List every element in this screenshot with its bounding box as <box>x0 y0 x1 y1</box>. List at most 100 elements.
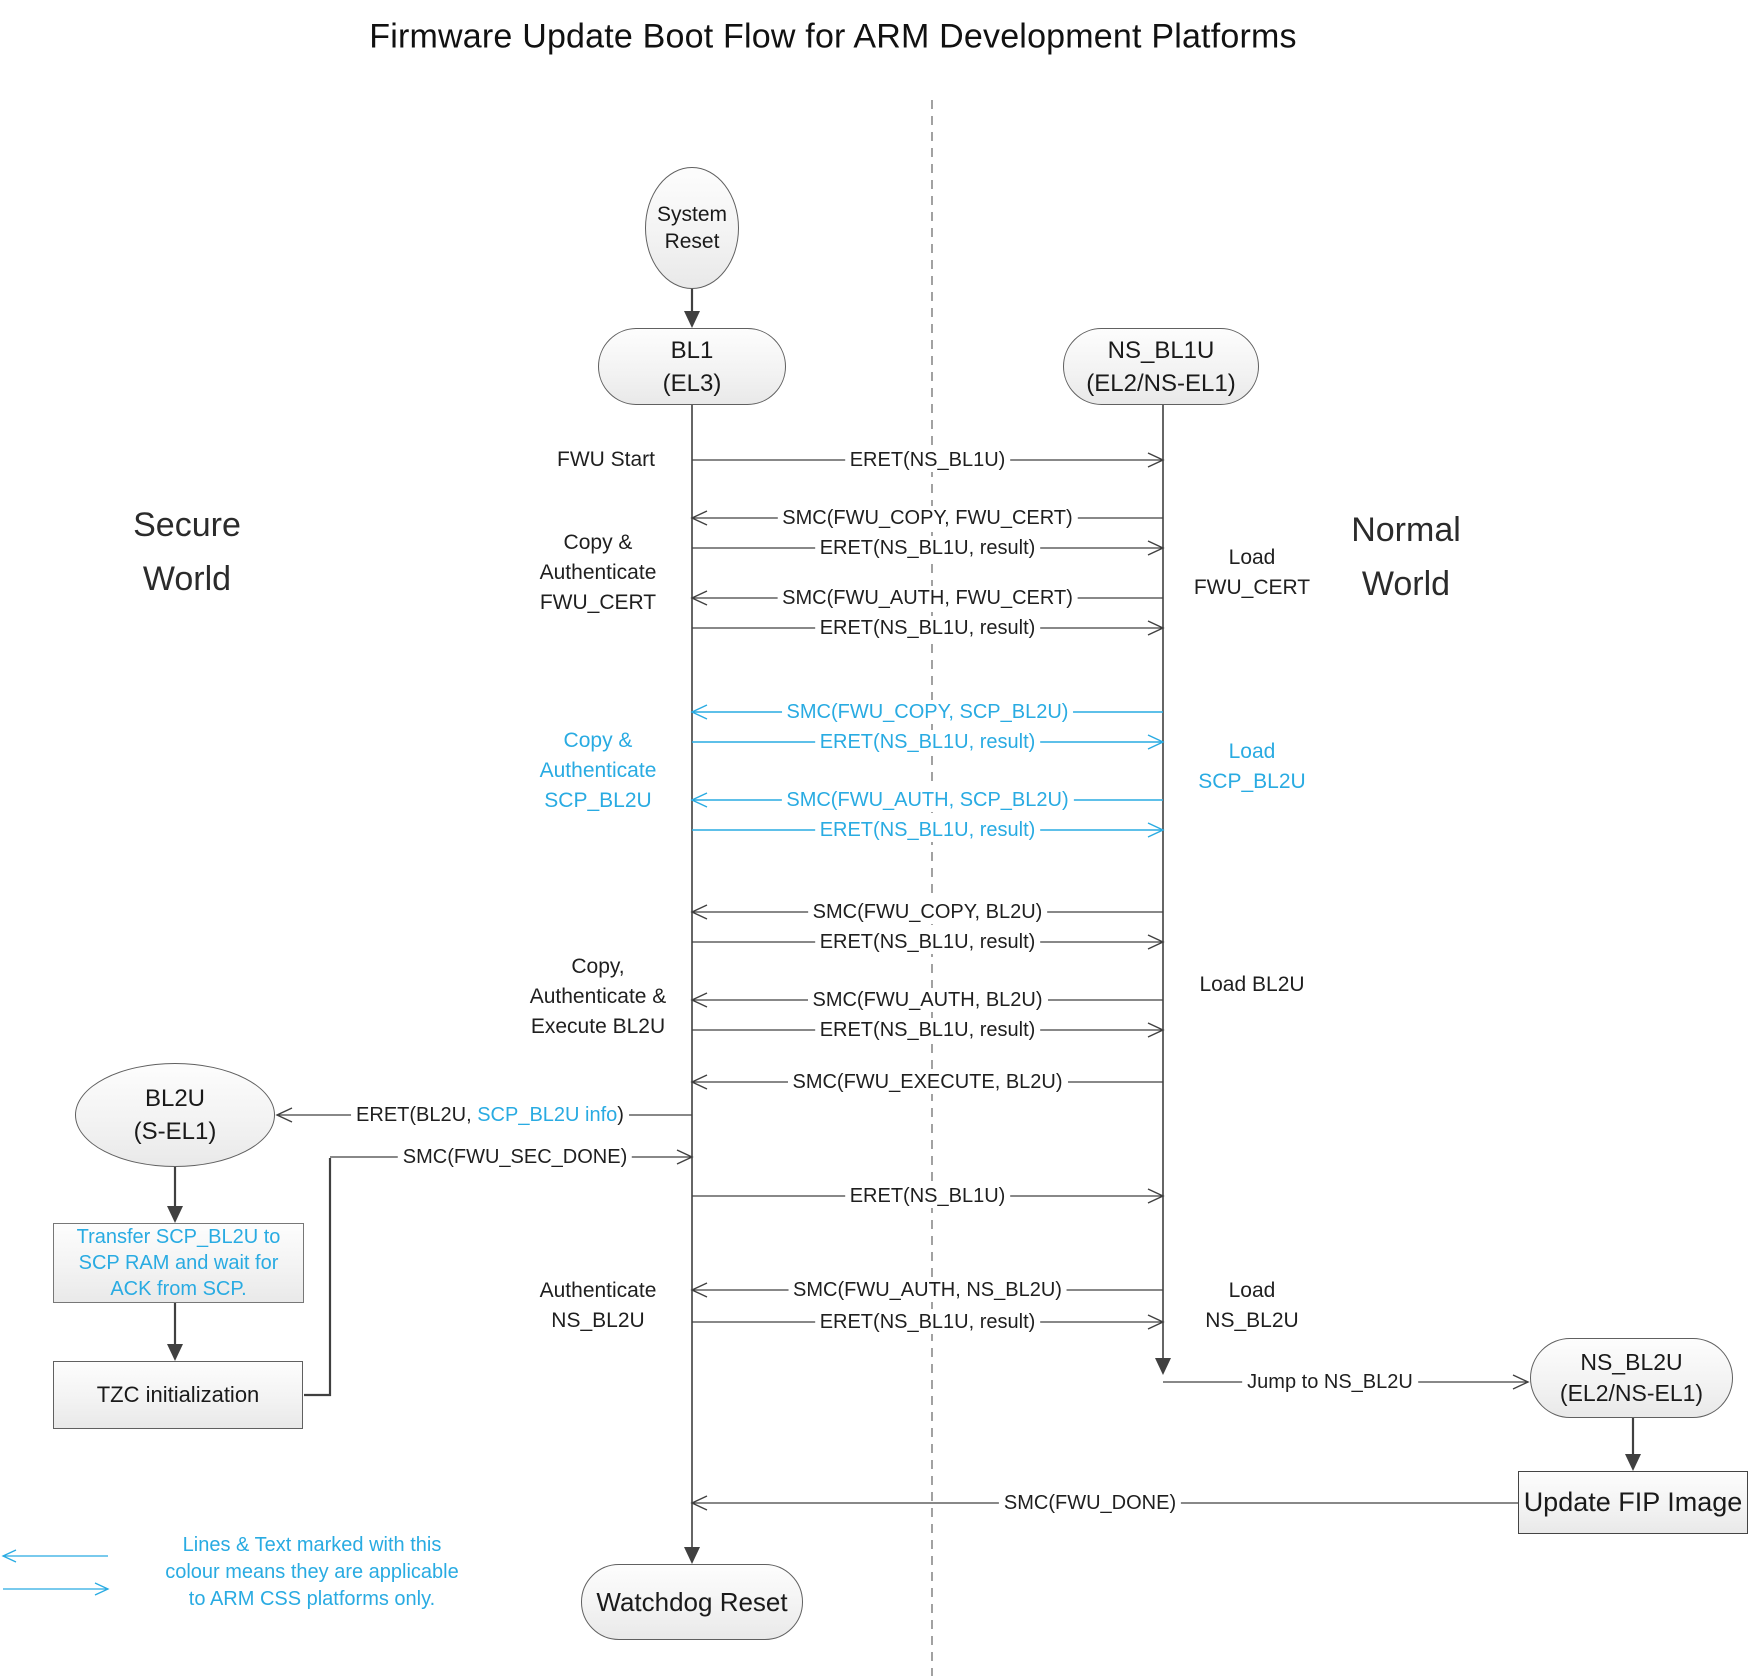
arrowhead-icon <box>684 311 700 328</box>
msg-smc-fwu-copy-bl2u-label: SMC(FWU_COPY, BL2U) <box>807 900 1048 924</box>
message-text: ERET(NS_BL1U) <box>849 1185 1006 1207</box>
side-label-line: Execute BL2U <box>530 1015 666 1038</box>
side-label-line: NS_BL2U <box>551 1309 645 1332</box>
msg-eret-result-5-label: ERET(NS_BL1U, result) <box>814 930 1041 954</box>
arrowhead-icon <box>167 1206 183 1223</box>
node-update-fip-image: Update FIP Image <box>1518 1471 1748 1534</box>
message-text: ERET(NS_BL1U) <box>849 449 1006 471</box>
side-label-line: Copy, <box>571 955 625 978</box>
arrowhead-icon <box>690 792 708 808</box>
msg-eret-result-1-label: ERET(NS_BL1U, result) <box>814 536 1041 560</box>
arrowhead-icon <box>1147 1188 1165 1204</box>
message-text: ERET(NS_BL1U, result) <box>819 731 1036 753</box>
arrowhead-icon <box>94 1582 110 1596</box>
message-text: SMC(FWU_AUTH, SCP_BL2U) <box>786 789 1069 811</box>
node-ns-bl1u: NS_BL1U (EL2/NS-EL1) <box>1063 328 1259 405</box>
arrowhead-icon <box>684 1547 700 1564</box>
arrowhead-icon <box>690 704 708 720</box>
msg-jump-to-ns-bl2u-label: Jump to NS_BL2U <box>1242 1370 1418 1394</box>
label-load-bl2u: Load BL2U <box>1199 970 1304 1000</box>
arrowhead-icon <box>1147 452 1165 468</box>
msg-smc-fwu-done-label: SMC(FWU_DONE) <box>998 1491 1182 1515</box>
node-tzc-initialization: TZC initialization <box>53 1361 303 1429</box>
message-text: SMC(FWU_COPY, BL2U) <box>812 901 1043 923</box>
side-label-line: Authenticate <box>539 1279 657 1302</box>
arrowhead-icon <box>1147 540 1165 556</box>
arrowhead-icon <box>1625 1454 1641 1471</box>
message-text: ERET(NS_BL1U, result) <box>819 537 1036 559</box>
message-text: ERET(NS_BL1U, result) <box>819 819 1036 841</box>
side-label-line: FWU_CERT <box>539 591 657 614</box>
message-text: ERET(BL2U, <box>356 1104 478 1126</box>
message-text: SMC(FWU_COPY, SCP_BL2U) <box>786 701 1069 723</box>
page-title: Firmware Update Boot Flow for ARM Develo… <box>369 17 1297 56</box>
side-label-line: Load <box>1228 740 1276 763</box>
msg-eret-result-4-label: ERET(NS_BL1U, result) <box>814 818 1041 842</box>
arrowhead-icon <box>1 1549 17 1563</box>
arrowhead-icon <box>1147 1022 1165 1038</box>
side-label-line: Copy & <box>563 729 633 752</box>
arrowhead-icon <box>690 1074 708 1090</box>
arrowhead-icon <box>1147 734 1165 750</box>
arrowhead-icon <box>1147 620 1165 636</box>
side-label-line: NS_BL2U <box>1205 1309 1299 1332</box>
message-text: ERET(NS_BL1U, result) <box>819 1019 1036 1041</box>
arrowhead-icon <box>690 590 708 606</box>
node-bl1: BL1 (EL3) <box>598 328 786 405</box>
arrowhead-icon <box>167 1344 183 1361</box>
msg-smc-fwu-auth-ns-bl2u-label: SMC(FWU_AUTH, NS_BL2U) <box>788 1278 1067 1302</box>
message-text: SMC(FWU_AUTH, NS_BL2U) <box>793 1279 1062 1301</box>
side-label-line: Load BL2U <box>1199 973 1305 996</box>
side-label-line: Copy & <box>563 531 633 554</box>
node-system-reset: System Reset <box>645 167 739 289</box>
message-text: SMC(FWU_DONE) <box>1003 1492 1177 1514</box>
message-text: SCP_BL2U info <box>477 1104 618 1126</box>
message-text: SMC(FWU_COPY, FWU_CERT) <box>782 507 1073 529</box>
msg-eret-result-6-label: ERET(NS_BL1U, result) <box>814 1018 1041 1042</box>
arrowhead-icon <box>1147 1314 1165 1330</box>
msg-eret-ns-bl1u-2-label: ERET(NS_BL1U) <box>844 1184 1011 1208</box>
side-label-line: Authenticate & <box>529 985 667 1008</box>
node-transfer-scp-bl2u: Transfer SCP_BL2U to SCP RAM and wait fo… <box>53 1223 304 1303</box>
arrowhead-icon <box>690 1495 708 1511</box>
arrowhead-icon <box>676 1149 694 1165</box>
message-text: SMC(FWU_EXECUTE, BL2U) <box>792 1071 1063 1093</box>
msg-eret-bl2u-scp-info-label: ERET(BL2U, SCP_BL2U info) <box>351 1103 629 1127</box>
message-text: ERET(NS_BL1U, result) <box>819 1311 1036 1333</box>
arrowhead-icon <box>1147 822 1165 838</box>
message-text: ERET(NS_BL1U, result) <box>819 931 1036 953</box>
message-text: SMC(FWU_AUTH, BL2U) <box>812 989 1043 1011</box>
side-label-line: Authenticate <box>539 759 657 782</box>
side-label-line: Load <box>1228 1279 1276 1302</box>
message-text: SMC(FWU_SEC_DONE) <box>402 1146 628 1168</box>
message-text: ERET(NS_BL1U, result) <box>819 617 1036 639</box>
msg-smc-fwu-copy-fwu-cert-label: SMC(FWU_COPY, FWU_CERT) <box>777 506 1078 530</box>
arrowhead-icon <box>1512 1374 1530 1390</box>
msg-smc-fwu-copy-scp-bl2u-label: SMC(FWU_COPY, SCP_BL2U) <box>781 700 1074 724</box>
msg-smc-fwu-auth-fwu-cert-label: SMC(FWU_AUTH, FWU_CERT) <box>777 586 1078 610</box>
msg-smc-fwu-auth-bl2u-label: SMC(FWU_AUTH, BL2U) <box>807 988 1048 1012</box>
msg-smc-fwu-sec-done-label: SMC(FWU_SEC_DONE) <box>397 1145 633 1169</box>
label-copy-auth-execute-bl2u: Copy, Authenticate & Execute BL2U <box>530 952 667 1042</box>
msg-eret-result-7-label: ERET(NS_BL1U, result) <box>814 1310 1041 1334</box>
message-text: SMC(FWU_AUTH, FWU_CERT) <box>782 587 1073 609</box>
node-ns-bl2u: NS_BL2U (EL2/NS-EL1) <box>1530 1338 1733 1418</box>
secure-world-label: Secure World <box>133 506 241 598</box>
arrowhead-icon <box>690 992 708 1008</box>
side-label-line: FWU Start <box>557 448 655 471</box>
side-label-line: Authenticate <box>539 561 657 584</box>
side-label-line: SCP_BL2U <box>544 789 652 812</box>
msg-eret-result-2-label: ERET(NS_BL1U, result) <box>814 616 1041 640</box>
message-text: ) <box>617 1104 624 1126</box>
arrowhead-icon <box>690 1282 708 1298</box>
message-text: Jump to NS_BL2U <box>1247 1371 1413 1393</box>
arrowhead-icon <box>690 510 708 526</box>
arrowhead-icon <box>1147 934 1165 950</box>
side-label-line: FWU_CERT <box>1193 576 1311 599</box>
